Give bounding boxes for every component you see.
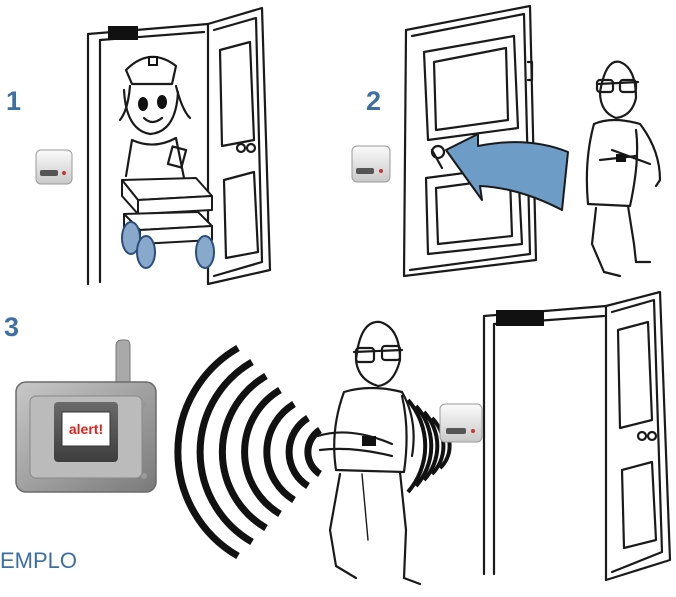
alert-receiver-icon: alert!: [16, 340, 156, 492]
wall-sensor-icon: [352, 146, 390, 182]
wall-sensor-icon: [440, 404, 482, 442]
door-top-bar: [496, 310, 544, 326]
door-top-bar: [108, 26, 138, 40]
step-number-3: 3: [4, 312, 19, 343]
panel-1-nurse-door: [36, 8, 270, 284]
signal-waves-icon: [178, 348, 320, 556]
step-number-2: 2: [366, 86, 381, 117]
panel-3-alert: alert!: [16, 292, 670, 584]
alert-screen-text: alert!: [69, 421, 103, 437]
step-number-1: 1: [6, 86, 21, 117]
panel-2-man-leaving: [352, 6, 660, 276]
caption-text: EMPLO: [0, 548, 77, 574]
exit-arrow: [446, 134, 568, 210]
wall-sensor-icon: [36, 150, 72, 184]
